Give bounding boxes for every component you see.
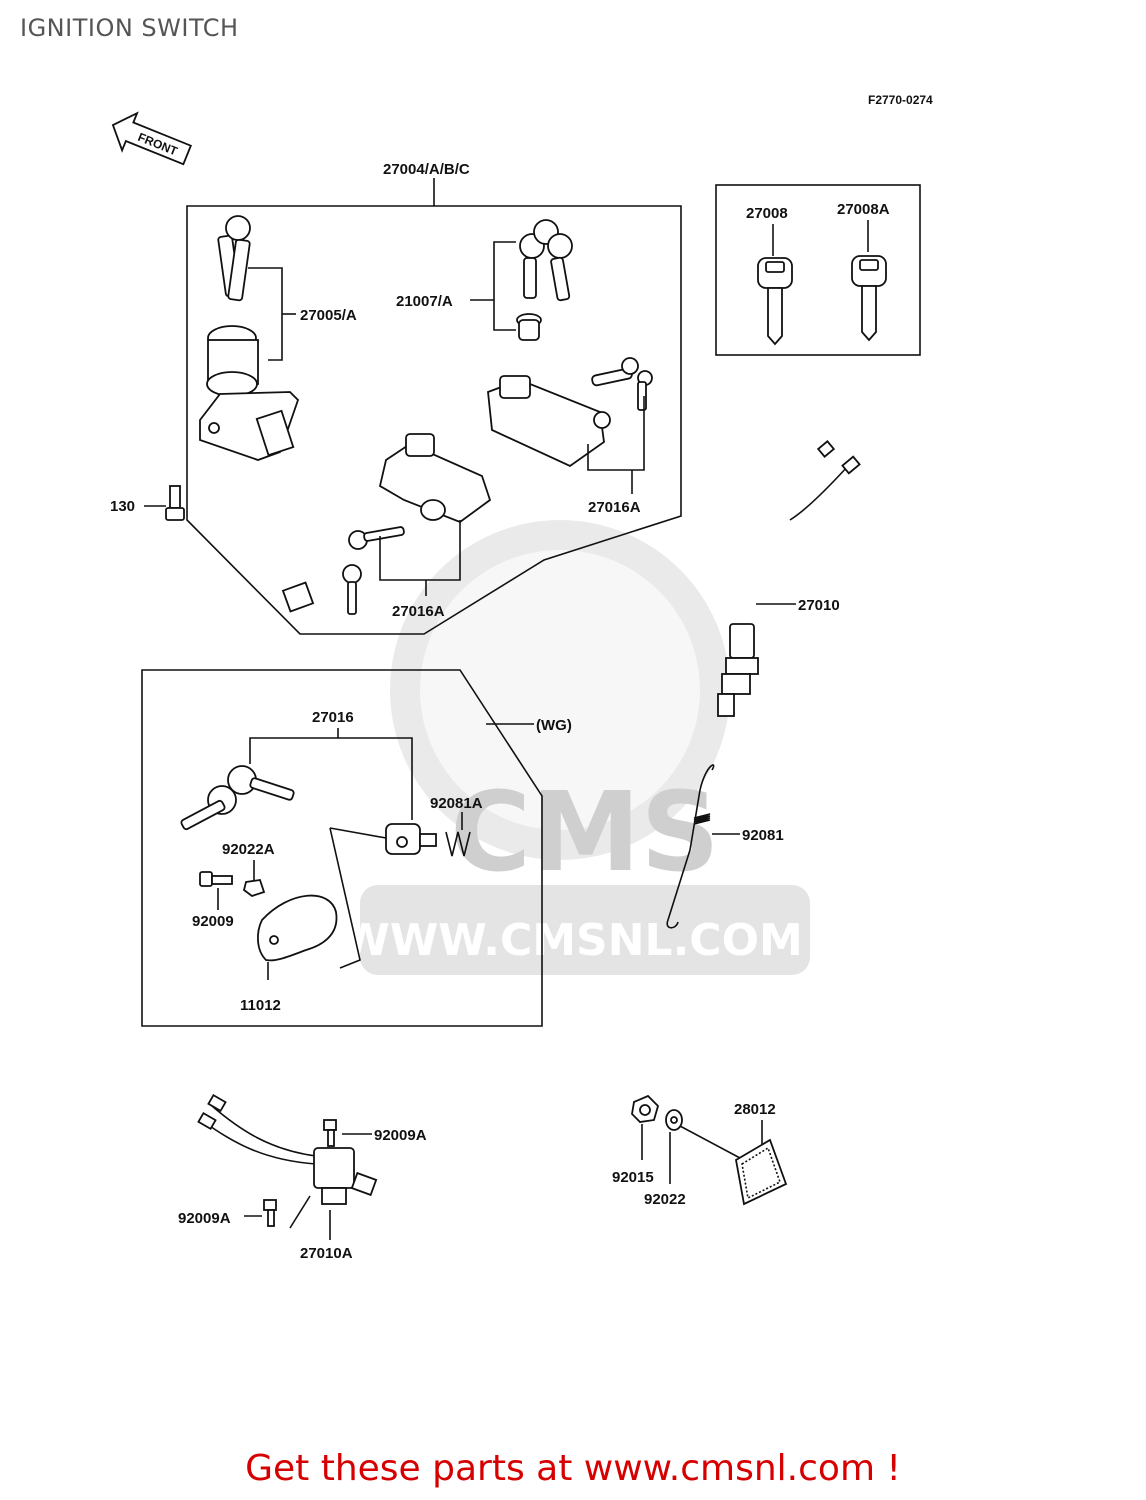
- key-pair-icon: [217, 215, 251, 302]
- spring-small-icon: [445, 831, 471, 857]
- spring-large-group: 92081: [666, 764, 784, 929]
- washer-reflector-icon: [665, 1109, 683, 1131]
- label-92022: 92022: [644, 1191, 686, 1208]
- seat-lock-right-icon: [487, 357, 653, 468]
- blank-keys-outline: [715, 184, 921, 356]
- label-11012: 11012: [240, 997, 281, 1014]
- label-92015: 92015: [612, 1169, 654, 1186]
- label-27016A-right: 27016A: [588, 499, 641, 516]
- figure-code: F2770-0274: [868, 93, 933, 107]
- connector-icon: [281, 581, 315, 613]
- label-27016: 27016: [312, 709, 354, 726]
- label-27004: 27004/A/B/C: [383, 161, 470, 178]
- ignition-set-outline: [186, 205, 682, 635]
- spring-large-icon: [666, 764, 715, 929]
- page-title: IGNITION SWITCH: [20, 14, 239, 42]
- label-27010A: 27010A: [300, 1245, 353, 1262]
- label-21007: 21007/A: [396, 293, 453, 310]
- wg-group: (WG) 27016 92081A 92022A: [141, 669, 572, 1027]
- kill-switch-icon: [313, 1147, 378, 1205]
- label-130: 130: [110, 498, 135, 515]
- blank-key-27008A-icon: [851, 255, 887, 342]
- label-92081A: 92081A: [430, 795, 483, 812]
- reflector-group: 28012 92015 92022: [612, 1094, 788, 1208]
- label-92081: 92081: [742, 827, 784, 844]
- ignition-switch-icon: [199, 325, 300, 461]
- kill-switch-group: 92009A 92009A 27010A: [178, 1093, 427, 1262]
- neutral-switch-icon: [717, 623, 759, 717]
- nut-icon: [631, 1094, 660, 1123]
- ignition-set-group: 27004/A/B/C 27005/A: [110, 161, 682, 635]
- washer-icon: [242, 879, 266, 898]
- watermark: CMS WWW.CMSNL.COM: [341, 520, 810, 975]
- watermark-banner: [360, 885, 810, 975]
- seat-lock-left-icon: [342, 433, 492, 615]
- label-92009: 92009: [192, 913, 234, 930]
- label-92009A-top: 92009A: [374, 1127, 427, 1144]
- screw-icon: [199, 871, 233, 887]
- label-27008A: 27008A: [837, 201, 890, 218]
- footer-link[interactable]: Get these parts at www.cmsnl.com !: [245, 1448, 901, 1489]
- watermark-logo-text: CMS: [450, 768, 719, 896]
- cover-plate-icon: [257, 894, 338, 962]
- key-set-icon: [516, 219, 573, 341]
- label-92009A-left: 92009A: [178, 1210, 231, 1227]
- reflector-icon: [735, 1138, 788, 1206]
- front-arrow-icon: FRONT: [111, 111, 193, 166]
- bolt-icon: [165, 485, 185, 521]
- wg-outline: [141, 669, 543, 1027]
- label-wg: (WG): [536, 717, 572, 734]
- blank-keys-group: 27008 27008A: [715, 184, 921, 356]
- label-27008: 27008: [746, 205, 788, 222]
- lock-cylinder-icon: [385, 823, 437, 855]
- label-27016A-left: 27016A: [392, 603, 445, 620]
- label-92022A: 92022A: [222, 841, 275, 858]
- watermark-url: WWW.CMSNL.COM: [341, 915, 803, 966]
- screw-top-icon: [323, 1119, 337, 1147]
- label-28012: 28012: [734, 1101, 776, 1118]
- neutral-switch-group: 27010: [717, 440, 861, 717]
- screw-left-icon: [263, 1199, 277, 1227]
- blank-key-27008-icon: [757, 257, 793, 346]
- label-27005: 27005/A: [300, 307, 357, 324]
- label-27010: 27010: [798, 597, 840, 614]
- key-pair-wg-icon: [180, 765, 295, 831]
